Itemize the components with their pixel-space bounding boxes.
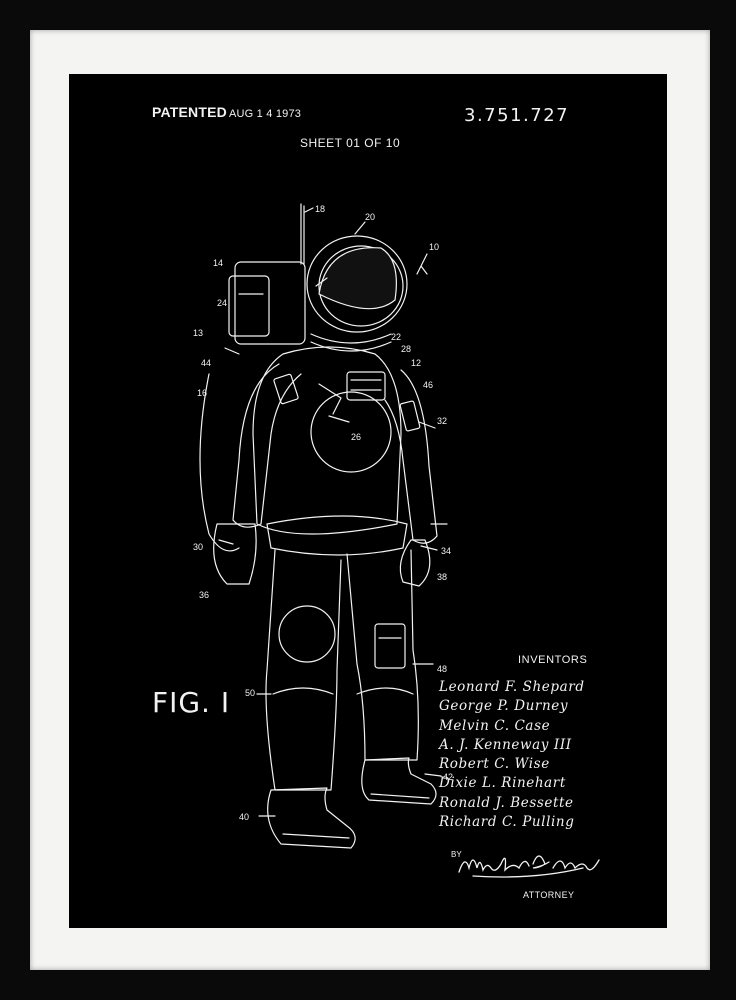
patent-number: 3.751.727 [464,105,570,126]
inventor-name: Robert C. Wise [439,756,550,773]
ref-26: 26 [351,432,361,442]
ref-46: 46 [423,380,433,390]
ref-48: 48 [437,664,447,674]
ref-50: 50 [245,688,255,698]
attorney-label: ATTORNEY [523,890,575,900]
ref-34: 34 [441,546,451,556]
ref-20: 20 [365,212,375,222]
inventor-name: Melvin C. Case [439,717,551,734]
ref-16: 16 [197,388,207,398]
inventor-name: George P. Durney [439,698,569,715]
inventor-name: Leonard F. Shepard [439,679,585,695]
ref-38: 38 [437,572,447,582]
inventor-list: Leonard F. Shepard George P. Durney Melv… [439,678,585,832]
ref-22: 22 [391,332,401,342]
ref-44: 44 [201,358,211,368]
astronaut-suit-drawing: 18 20 10 14 24 13 22 28 12 44 46 16 32 2… [193,203,453,849]
inventor-name: Dixie L. Rinehart [439,775,566,792]
ref-13: 13 [193,328,203,338]
patent-date: AUG 1 4 1973 [228,108,302,120]
inventor-name: Ronald J. Bessette [439,794,574,811]
ref-42: 42 [443,772,453,782]
figure-label: FIG. I [152,686,231,719]
inventors-heading: INVENTORS [518,654,588,666]
by-label: BY [451,850,462,859]
ref-30: 30 [193,542,203,552]
ref-18: 18 [315,204,325,214]
inventor-name: Richard C. Pulling [439,814,575,831]
ref-36: 36 [199,590,209,600]
ref-24: 24 [217,298,227,308]
attorney-signature [458,855,600,878]
sheet-number: SHEET 01 OF 10 [300,136,401,150]
ref-14: 14 [213,258,223,268]
ref-12: 12 [411,358,421,368]
ref-10: 10 [429,242,439,252]
ref-28: 28 [401,344,411,354]
ref-32: 32 [437,416,447,426]
patented-word: PATENTED [152,104,227,120]
inventor-name: A. J. Kenneway III [439,736,572,753]
ref-40: 40 [239,812,249,822]
